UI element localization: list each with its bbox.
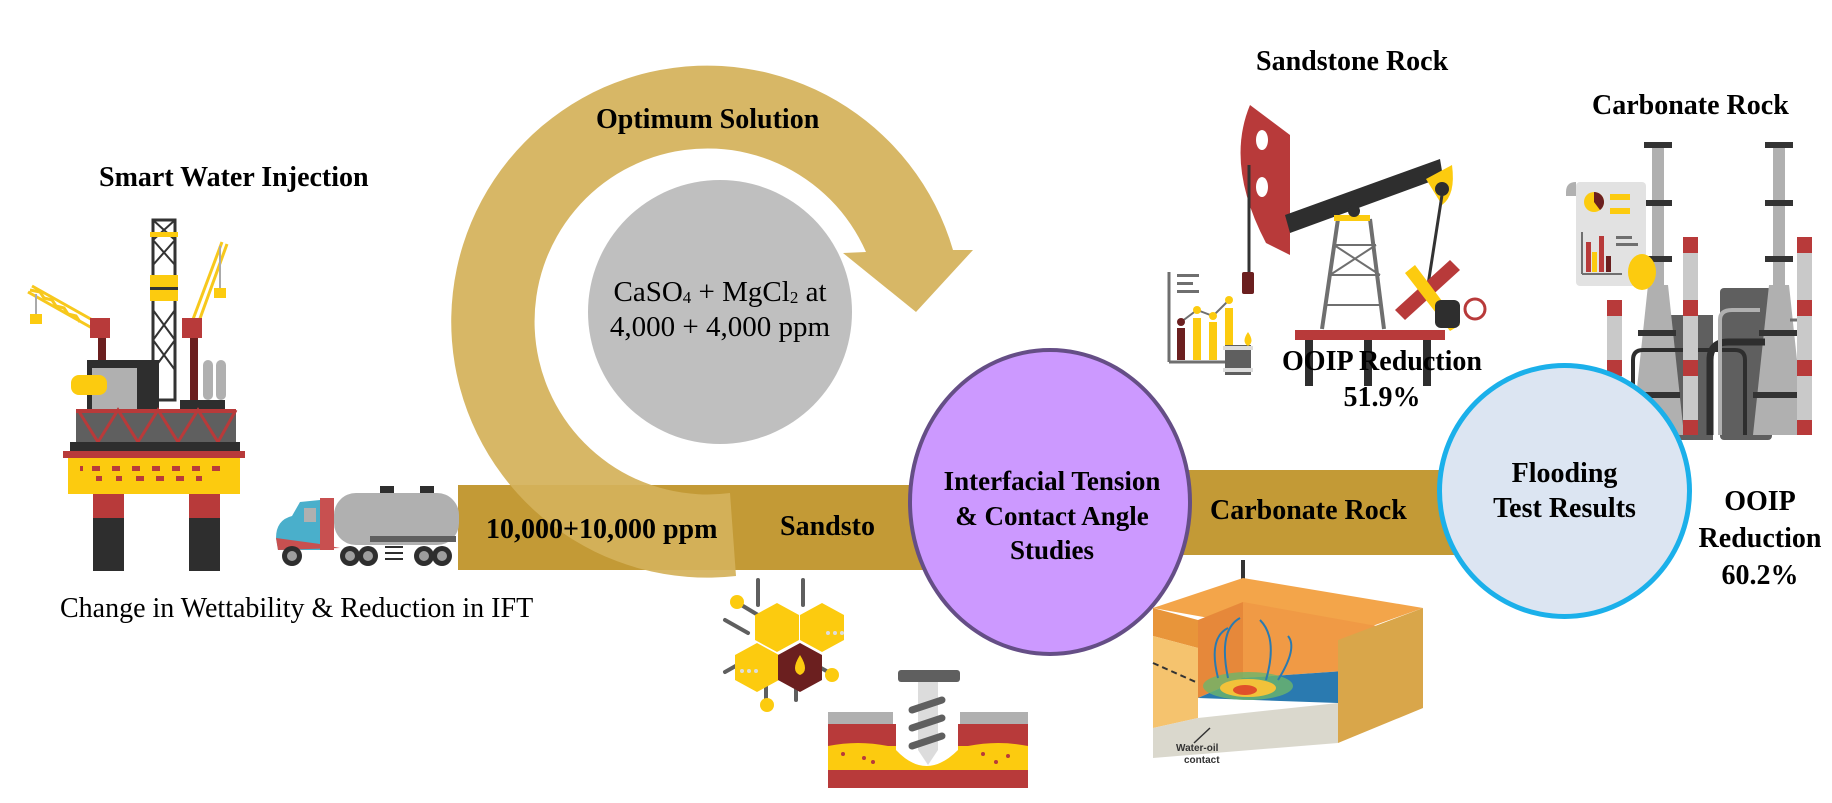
- reservoir-block-icon: Water-oil contact: [1152, 560, 1423, 766]
- water-oil-contact-label: Water-oil: [1176, 743, 1219, 754]
- concentration-label: 10,000+10,000 ppm: [486, 514, 718, 545]
- offshore-oil-rig-icon: [27, 218, 245, 571]
- carbonate-ooip-result: OOIP Reduction 60.2%: [1690, 484, 1830, 595]
- optimum-solution-circle: [588, 180, 852, 444]
- flow-band-right: [1180, 470, 1460, 555]
- pumpjack-legs: [1305, 340, 1431, 386]
- carbonate-ooip-value: 60.2%: [1721, 559, 1799, 591]
- drill-rock-layers-icon: [828, 670, 1028, 788]
- sandstone-ooip-result: OOIP Reduction 51.9%: [1262, 344, 1502, 417]
- water-oil-contact-label-2: contact: [1184, 755, 1220, 766]
- solution-formula: CaSO4 + MgCl2 at: [613, 276, 827, 308]
- sandstone-ooip-label: OOIP Reduction: [1282, 346, 1482, 377]
- flooding-line2: Test Results: [1493, 493, 1636, 524]
- sandstone-band-label: Sandsto: [780, 511, 875, 542]
- solution-concentration: 4,000 + 4,000 ppm: [609, 310, 831, 343]
- carbonate-ooip-label2: Reduction: [1698, 522, 1822, 554]
- pumpjack-icon: [1240, 105, 1487, 340]
- ift-contact-angle-text: Interfacial Tension & Contact Angle Stud…: [908, 464, 1196, 568]
- left-caption: Change in Wettability & Reduction in IFT: [60, 593, 534, 624]
- molecule-oil-drop-icon: [723, 578, 844, 712]
- ift-contact-angle-circle: [908, 348, 1192, 656]
- sandstone-rock-title: Sandstone Rock: [1256, 46, 1449, 77]
- ift-line2: & Contact Angle: [955, 500, 1149, 531]
- flooding-results-text: Flooding Test Results: [1437, 456, 1692, 526]
- ift-line1: Interfacial Tension: [943, 466, 1161, 496]
- optimum-solution-text: CaSO4 + MgCl2 at 4,000 + 4,000 ppm: [588, 275, 852, 345]
- refinery-icon: [1607, 142, 1812, 440]
- carbonate-rock-title: Carbonate Rock: [1592, 90, 1789, 121]
- sandstone-ooip-value: 51.9%: [1343, 382, 1421, 414]
- flooding-line1: Flooding: [1511, 458, 1618, 489]
- ift-line3: Studies: [1009, 535, 1095, 566]
- carbonate-ooip-label1: OOIP: [1724, 486, 1796, 517]
- report-document-icon: [1566, 182, 1656, 290]
- carbonate-band-label: Carbonate Rock: [1210, 495, 1407, 526]
- tanker-truck-icon: [276, 486, 459, 566]
- smart-water-injection-title: Smart Water Injection: [99, 162, 369, 193]
- optimum-solution-label: Optimum Solution: [596, 104, 820, 135]
- flooding-results-circle: [1437, 363, 1692, 619]
- chart-report-icon: [1167, 272, 1254, 375]
